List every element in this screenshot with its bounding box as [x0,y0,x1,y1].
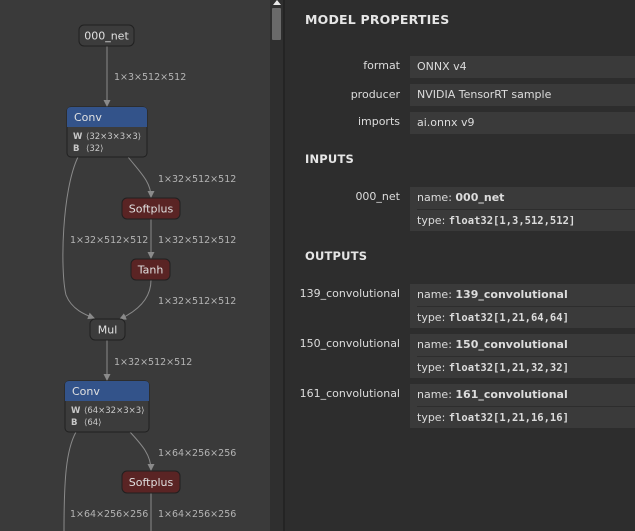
edge-label-conv1-mul1: 1×32×512×512 [70,235,148,246]
node-conv2-w-key: W [71,406,81,416]
node-conv1-w-value: ⟨32×3×3×3⟩ [86,132,141,142]
input-name: 000_net [455,191,505,204]
node-conv2-label: Conv [72,385,100,398]
edge-conv2-down [63,431,77,531]
node-softplus1[interactable]: Softplus [121,197,181,220]
property-label-producer: producer [350,88,400,101]
output-type-line: type: float32[1,21,64,64] [417,306,635,329]
output-label-161: 161_convolutional [299,387,400,400]
edge-label-tanh1-mul1: 1×32×512×512 [158,296,236,307]
node-mul1-label: Mul [98,324,118,337]
output-type: float32[1,21,32,32] [448,362,569,374]
property-value-imports[interactable]: ai.onnx v9 [410,112,635,134]
output-type: float32[1,21,64,64] [448,312,569,324]
node-conv1-b-value: ⟨32⟩ [86,144,103,154]
output-name: 139_convolutional [455,288,568,301]
model-properties-sidebar: MODEL PROPERTIES format ONNX v4 producer… [283,0,635,531]
scroll-thumb[interactable] [272,8,281,40]
output-label-150: 150_convolutional [299,337,400,350]
type-prefix: type: [417,361,449,374]
edge-conv1-softplus1 [127,156,155,198]
input-value-000-net[interactable]: name: 000_net type: float32[1,3,512,512] [410,187,635,231]
node-conv1-w-key: W [73,132,83,142]
graph-canvas[interactable]: 1×3×512×512 1×32×512×512 1×32×512×512 1×… [0,0,283,531]
edge-label-softplus1-tanh1: 1×32×512×512 [158,235,236,246]
edge-conv1-mul1 [62,156,95,320]
edge-labels: 1×3×512×512 1×32×512×512 1×32×512×512 1×… [70,72,236,520]
name-prefix: name: [417,338,456,351]
edge-tanh1-mul1 [119,279,152,320]
edge-label-softplus2-down: 1×64×256×256 [158,509,236,520]
node-conv2-w-value: ⟨64×32×3×3⟩ [84,406,144,416]
node-softplus2-label: Softplus [129,476,174,489]
name-prefix: name: [417,288,456,301]
node-mul1[interactable]: Mul [89,318,126,341]
node-tanh1-label: Tanh [137,264,164,277]
output-value-139[interactable]: name: 139_convolutional type: float32[1,… [410,284,635,328]
node-conv1-b-key: B [73,144,79,154]
edge-label-conv2-softplus2: 1×64×256×256 [158,448,236,459]
edge-label-input-conv1: 1×3×512×512 [114,72,186,83]
output-type-line: type: float32[1,21,32,32] [417,356,635,379]
outputs-section-title: OUTPUTS [305,249,368,263]
edge-label-conv1-softplus1: 1×32×512×512 [158,174,236,185]
node-conv2-b-value: ⟨64⟩ [84,418,101,428]
sidebar-title: MODEL PROPERTIES [305,12,450,27]
output-name: 161_convolutional [455,388,568,401]
scroll-up-arrow-icon[interactable] [273,0,281,5]
graph-edges [62,46,155,531]
input-type-line: type: float32[1,3,512,512] [417,209,635,232]
output-name-line: name: 139_convolutional [417,284,635,306]
output-value-150[interactable]: name: 150_convolutional type: float32[1,… [410,334,635,378]
graph-scrollbar[interactable] [270,0,283,531]
graph-svg: 1×3×512×512 1×32×512×512 1×32×512×512 1×… [62,24,236,531]
edge-label-mul1-conv2: 1×32×512×512 [114,357,192,368]
type-prefix: type: [417,311,449,324]
output-name-line: name: 161_convolutional [417,384,635,406]
property-value-format[interactable]: ONNX v4 [410,56,635,78]
output-value-161[interactable]: name: 161_convolutional type: float32[1,… [410,384,635,428]
node-input-label: 000_net [84,30,129,43]
output-label-139: 139_convolutional [299,287,400,300]
node-conv1-label: Conv [74,111,102,124]
property-label-imports: imports [357,115,400,128]
type-prefix: type: [417,214,449,227]
input-type: float32[1,3,512,512] [448,215,576,227]
output-name-line: name: 150_convolutional [417,334,635,356]
output-type-line: type: float32[1,21,16,16] [417,406,635,429]
inputs-section-title: INPUTS [305,152,354,166]
type-prefix: type: [417,411,449,424]
node-conv2-b-key: B [71,418,77,428]
node-input[interactable]: 000_net [78,24,135,47]
node-tanh1[interactable]: Tanh [130,258,171,281]
node-conv2[interactable]: Conv W ⟨64×32×3×3⟩ B ⟨64⟩ [64,380,150,433]
node-softplus2[interactable]: Softplus [121,470,181,494]
output-type: float32[1,21,16,16] [448,412,569,424]
edge-conv2-softplus2 [129,431,155,471]
property-value-producer[interactable]: NVIDIA TensorRT sample [410,84,635,106]
property-label-format: format [363,59,400,72]
output-name: 150_convolutional [455,338,568,351]
name-prefix: name: [417,388,456,401]
node-softplus1-label: Softplus [129,203,174,216]
edge-label-conv2-down: 1×64×256×256 [70,509,148,520]
name-prefix: name: [417,191,456,204]
input-label-000-net: 000_net [355,190,400,203]
input-name-line: name: 000_net [417,187,635,209]
node-conv1[interactable]: Conv W ⟨32×3×3×3⟩ B ⟨32⟩ [66,106,148,158]
